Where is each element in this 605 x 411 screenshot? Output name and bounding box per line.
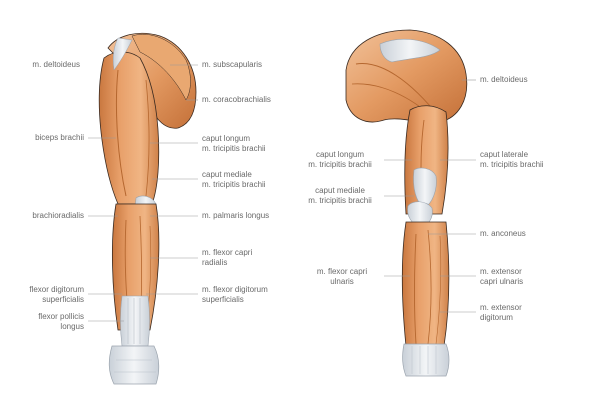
left-arm-figure bbox=[98, 32, 197, 385]
right-forearm-shape bbox=[401, 221, 450, 347]
label-left-brachioradialis: brachioradialis bbox=[32, 211, 84, 220]
label-left-coracobrachialis: m. coracobrachialis bbox=[202, 95, 271, 104]
right-deltoid-shape bbox=[345, 29, 468, 123]
right-elbow bbox=[407, 201, 433, 229]
right-triceps-tendon bbox=[413, 167, 437, 209]
right-shoulder-tendon bbox=[379, 38, 441, 63]
label-left-palmaris: m. palmaris longus bbox=[202, 211, 270, 220]
label-left-caput-mediale: caput mediale m. tricipitis brachii bbox=[202, 170, 266, 189]
left-hand-base bbox=[108, 345, 160, 385]
label-right-flexor-carpi: m. flexor capri ulnaris bbox=[316, 267, 368, 286]
left-biceps-line bbox=[115, 69, 127, 197]
right-hand-base bbox=[402, 343, 450, 377]
left-upper-tendon bbox=[112, 37, 133, 71]
label-right-deltoideus: m. deltoideus bbox=[480, 75, 528, 84]
label-right-flexor-digitorum: m. flexor digitorum superficialis bbox=[202, 285, 268, 304]
label-left-flexor-pollicis: flexor pollicis longus bbox=[38, 312, 84, 331]
label-right-caput-laterale: caput laterale m. tricipitis brachii bbox=[480, 150, 544, 169]
label-left-flexor-digitorum: flexor digitorum superficialis bbox=[29, 285, 84, 304]
left-upperarm-shape bbox=[98, 51, 160, 205]
label-right-extensor-digitorum: m. extensor digitorum bbox=[480, 303, 522, 322]
label-left-subscapularis: m. subscapularis bbox=[202, 60, 263, 69]
label-right-extensor-carpi: m. extensor capri ulnaris bbox=[480, 267, 524, 286]
label-left-caput-longum: caput longum m. tricipitis brachii bbox=[202, 134, 266, 153]
left-triceps-line bbox=[145, 79, 150, 197]
left-wrist-tendons bbox=[120, 295, 150, 347]
leader-lines bbox=[88, 64, 476, 322]
label-right-anconeus: m. anconeus bbox=[480, 229, 526, 238]
label-right-caput-longum: caput longum m. tricipitis brachii bbox=[308, 150, 372, 169]
label-left-deltoideus: m. deltoideus bbox=[32, 60, 80, 69]
label-left-flexor-carpi: m. flexor capri radialis bbox=[202, 248, 253, 267]
label-right-caput-mediale: caput mediale m. tricipitis brachii bbox=[308, 186, 372, 205]
right-arm-figure bbox=[345, 29, 468, 377]
label-left-biceps: biceps brachii bbox=[35, 133, 84, 142]
